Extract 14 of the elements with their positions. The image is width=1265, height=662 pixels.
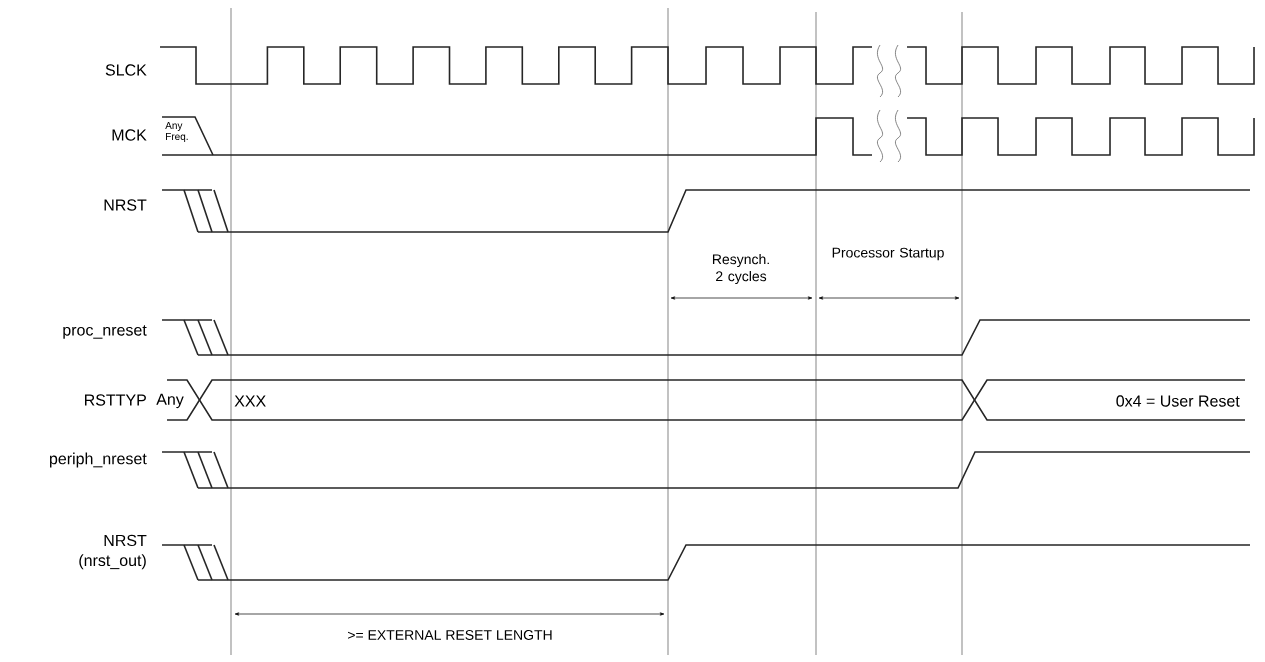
value-label: XXX — [234, 395, 266, 407]
signal-label: RSTTYP — [85, 394, 146, 406]
value-label: 0x4 = User Reset — [1116, 395, 1240, 407]
value-label: Any Freq. — [165, 122, 188, 142]
signal-label: NRST — [104, 199, 147, 211]
dimension-label: >= EXTERNAL RESET LENGTH — [348, 630, 552, 640]
signal-label: proc_nreset — [63, 325, 147, 339]
value-label: Any — [156, 393, 184, 409]
signal-label: SLCK — [105, 64, 147, 76]
dimension-label: Resynch. 2 cycles — [713, 254, 769, 285]
dimension-label: Processor Startup — [832, 247, 944, 261]
signal-label: NRST (nrst_out) — [79, 534, 147, 570]
signal-label: periph_nreset — [50, 452, 147, 468]
signal-label: MCK — [112, 129, 147, 141]
